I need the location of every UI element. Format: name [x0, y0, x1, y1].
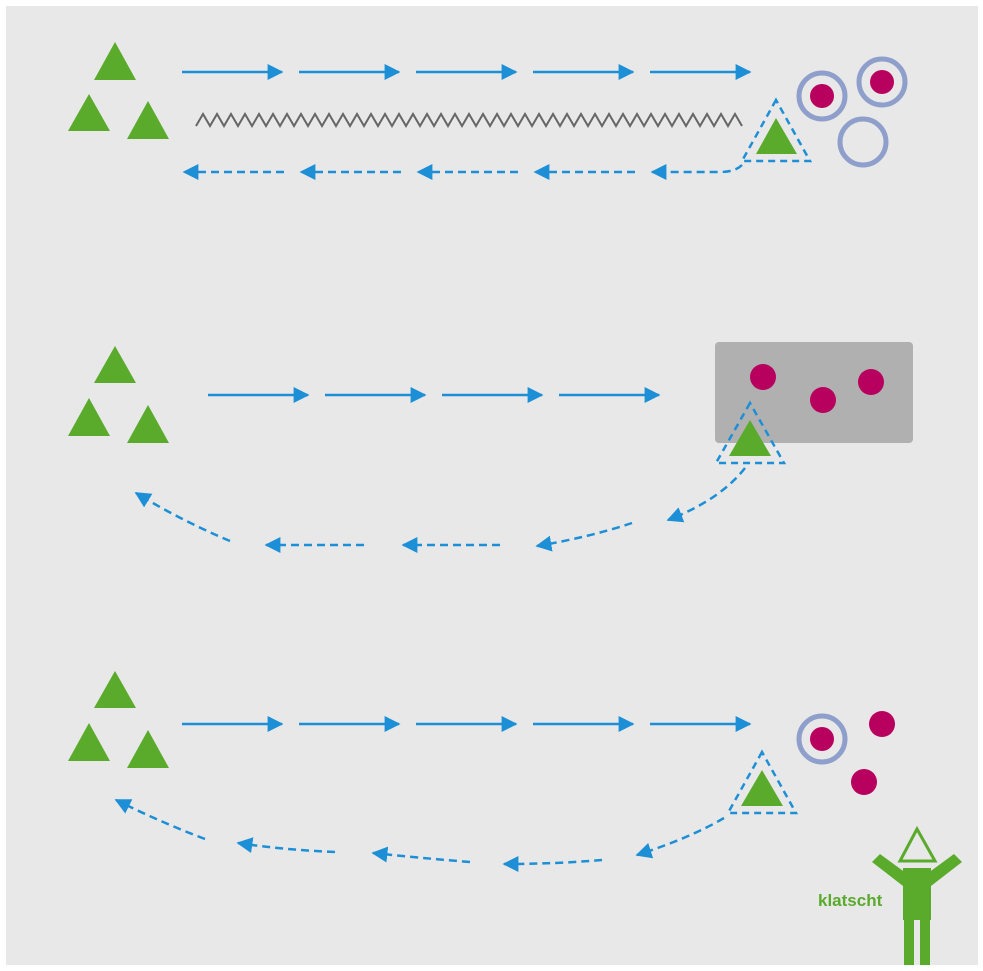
clap-label: klatscht — [818, 891, 883, 910]
return-arrow — [535, 521, 633, 552]
hoop — [796, 70, 848, 122]
active-player-triangle — [756, 118, 797, 154]
return-arrows — [134, 467, 746, 553]
active-player-outline — [725, 749, 799, 815]
ball — [750, 364, 776, 390]
panel-3: klatscht — [68, 671, 962, 965]
active-player-triangle — [729, 420, 771, 456]
person-leg-right — [920, 918, 930, 965]
return-arrow — [666, 467, 746, 523]
person-arm-right — [924, 854, 962, 886]
waiting-players-group — [68, 42, 169, 139]
player-triangle — [94, 346, 136, 383]
ball — [851, 769, 877, 795]
player-triangle — [68, 398, 110, 436]
hoop — [796, 713, 848, 765]
hoop — [837, 116, 889, 168]
waiting-players-group — [68, 346, 169, 443]
panel-1 — [68, 42, 908, 180]
diagram-background — [6, 6, 978, 965]
ball — [870, 70, 894, 94]
player-triangle — [127, 730, 169, 768]
ball — [810, 84, 834, 108]
player-triangle — [94, 42, 136, 80]
clapping-person — [872, 825, 962, 965]
hoops-with-balls — [796, 56, 908, 168]
active-player-triangle — [741, 770, 783, 806]
return-arrows — [182, 164, 743, 180]
person-arm-left — [872, 854, 910, 886]
player-triangle — [68, 94, 110, 131]
player-triangle — [94, 671, 136, 708]
person-head-triangle-icon — [897, 825, 938, 863]
active-player-outline — [713, 400, 787, 465]
hoop — [856, 56, 908, 108]
ball — [810, 387, 836, 413]
player-triangle — [68, 723, 110, 761]
ball — [810, 727, 834, 751]
return-arrow — [650, 164, 743, 180]
hoop-and-loose-balls — [796, 711, 895, 795]
player-triangle — [127, 101, 169, 139]
ball — [869, 711, 895, 737]
ball — [858, 369, 884, 395]
player-triangle — [127, 405, 169, 443]
active-player-outline — [739, 97, 813, 163]
zigzag-line — [195, 112, 743, 128]
panel-2 — [68, 342, 913, 553]
return-arrows — [114, 798, 725, 872]
person-leg-left — [904, 918, 914, 965]
waiting-players-group — [68, 671, 169, 768]
return-arrow — [134, 491, 231, 543]
return-arrow — [635, 816, 725, 859]
